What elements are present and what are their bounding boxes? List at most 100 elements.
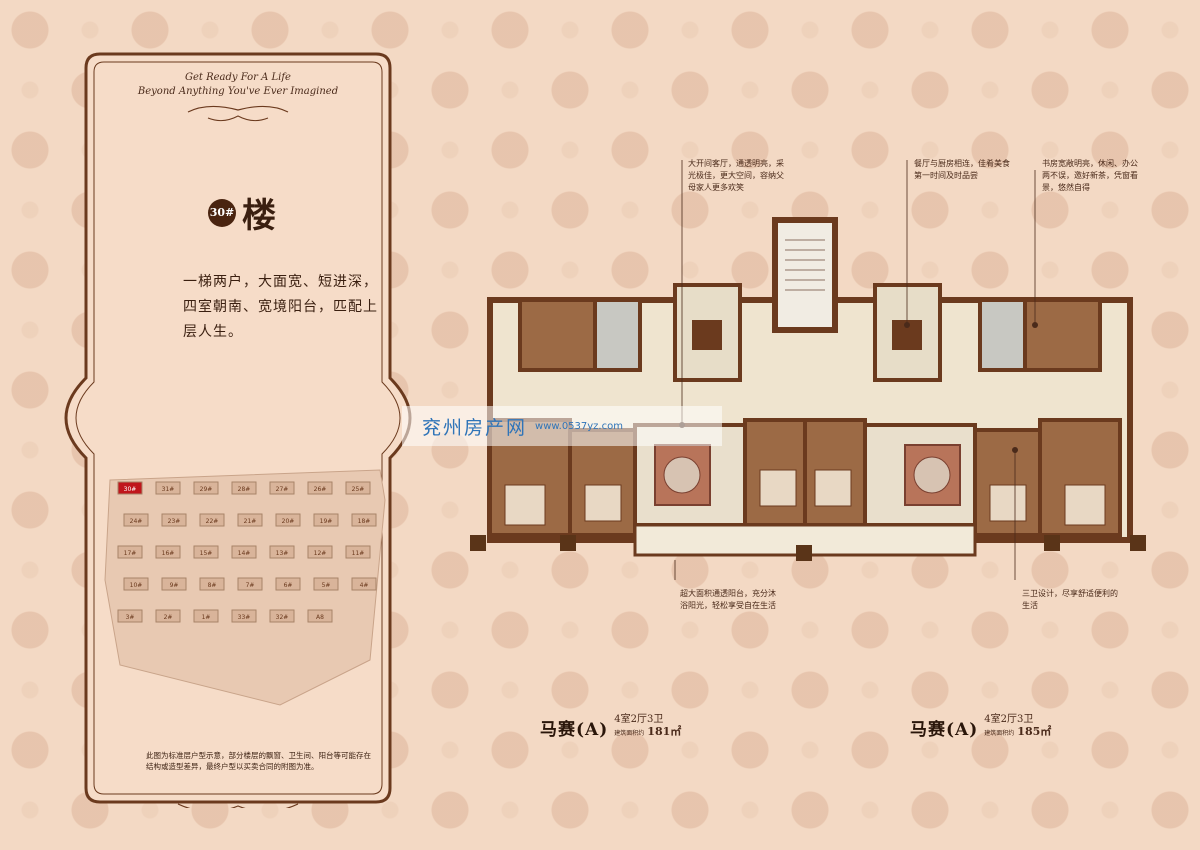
site-building-label: 1# <box>202 614 211 621</box>
site-building-label: 28# <box>238 486 251 493</box>
site-building <box>123 577 149 591</box>
floor-plan <box>470 160 1150 600</box>
site-building <box>155 609 181 623</box>
site-building <box>313 513 339 527</box>
site-building <box>231 545 257 559</box>
site-building-label: 24# <box>130 518 143 525</box>
unit-name: 马赛(A) <box>910 720 979 740</box>
bed-4 <box>814 469 852 507</box>
bed-2 <box>584 484 622 522</box>
site-building <box>155 481 181 495</box>
site-building <box>275 577 301 591</box>
unit-layout: 4室2厅3卫 <box>614 714 664 725</box>
site-building <box>117 481 143 495</box>
site-building-label: 23# <box>168 518 181 525</box>
watermark-url: www.0537yz.com <box>535 420 623 432</box>
building-title: 30# 楼 <box>208 188 276 237</box>
unit-area-label: 建筑面积约 <box>984 730 1015 737</box>
site-building-label: 6# <box>284 582 293 589</box>
callout-bath: 三卫设计，尽享舒适便利的生活 <box>1022 589 1118 610</box>
site-building <box>269 609 295 623</box>
disclaimer-text: 此图为标准层户型示意，部分楼层的飘窗、卫生间、阳台等可能存在结构或造型差异，最终… <box>146 751 371 771</box>
site-building-label: 13# <box>276 550 289 557</box>
callout-living: 大开间客厅，通透明亮，采光极佳，更大空间，容纳父母家人更多欢笑 <box>688 159 784 192</box>
tagline-line-2: Beyond Anything You've Ever Imagined <box>137 86 339 97</box>
flourish-bottom <box>177 803 299 808</box>
bathroom-left-top <box>593 298 642 372</box>
site-building <box>161 577 187 591</box>
callout-balcony: 超大面积通透阳台，充分沐浴阳光，轻松享受自在生活 <box>680 589 776 610</box>
unit-layout: 4室2厅3卫 <box>984 714 1034 725</box>
site-building-label: 14# <box>238 550 251 557</box>
site-building-label: 7# <box>246 582 255 589</box>
watermark: 兖州房产网 www.0537yz.com <box>402 406 722 446</box>
site-building <box>237 513 263 527</box>
site-plan: 30# 31# 29# 28# 27# 26# 25# 24# 23# 22# 21# 20# 19# 1… <box>100 460 390 714</box>
site-building <box>193 609 219 623</box>
site-building-label: 31# <box>162 486 175 493</box>
site-building-label: 32# <box>276 614 289 621</box>
site-building-label: 19# <box>320 518 333 525</box>
site-building <box>307 609 333 623</box>
building-number-badge: 30# <box>208 198 236 227</box>
building-description: 一梯两户，大面宽、短进深，四室朝南、宽境阳台，匹配上层人生。 <box>183 274 378 340</box>
site-building <box>351 577 377 591</box>
site-building <box>199 513 225 527</box>
site-building-label: 20# <box>282 518 295 525</box>
site-building <box>269 545 295 559</box>
flourish-top <box>187 105 289 113</box>
site-building-label: 5# <box>322 582 331 589</box>
site-building <box>161 513 187 527</box>
callout-study: 书房宽敞明亮，休闲、办公两不误，邀好新茶，凭窗看景，悠然自得 <box>1042 159 1138 192</box>
site-building <box>231 609 257 623</box>
site-building <box>345 545 371 559</box>
site-building-label: 27# <box>276 486 289 493</box>
bed-5 <box>989 484 1027 522</box>
site-building-label: 16# <box>162 550 175 557</box>
site-building-label: 3# <box>126 614 135 621</box>
bed-6 <box>1064 484 1106 526</box>
site-building-label: 9# <box>170 582 179 589</box>
unit-area: 185㎡ <box>1017 725 1052 738</box>
site-building-label: 25# <box>352 486 365 493</box>
unit-area-label: 建筑面积约 <box>614 730 645 737</box>
site-building <box>237 577 263 591</box>
site-building-label: 12# <box>314 550 327 557</box>
tagline-line-1: Get Ready For A Life <box>185 72 291 83</box>
building-char: 楼 <box>242 196 276 236</box>
site-building-label: 17# <box>124 550 137 557</box>
site-building <box>199 577 225 591</box>
site-building-label: 22# <box>206 518 219 525</box>
dining-table-left <box>692 320 722 350</box>
site-building-label: 2# <box>164 614 173 621</box>
site-building <box>117 609 143 623</box>
site-building <box>155 545 181 559</box>
site-building-label: 26# <box>314 486 327 493</box>
bed-3 <box>759 469 797 507</box>
site-building <box>313 577 339 591</box>
site-building-label: 8# <box>208 582 217 589</box>
site-building-label: 29# <box>200 486 213 493</box>
site-building-label: 30# <box>124 486 137 493</box>
bed-1 <box>504 484 546 526</box>
callout-dining: 餐厅与厨房相连，佳肴美食第一时间及时品尝 <box>914 159 1010 180</box>
site-building-label: 10# <box>130 582 143 589</box>
site-building-label: 21# <box>244 518 257 525</box>
site-building <box>351 513 377 527</box>
site-building <box>123 513 149 527</box>
site-building-label: 11# <box>352 550 365 557</box>
site-building <box>307 545 333 559</box>
site-building <box>269 481 295 495</box>
study-room-left <box>518 298 597 372</box>
site-building <box>275 513 301 527</box>
site-building <box>307 481 333 495</box>
stair-core <box>772 217 838 333</box>
site-building-label: 18# <box>358 518 371 525</box>
site-building <box>193 545 219 559</box>
unit-area: 181㎡ <box>647 725 682 738</box>
site-building-label: 33# <box>238 614 251 621</box>
watermark-text: 兖州房产网 <box>422 416 528 439</box>
site-building <box>231 481 257 495</box>
